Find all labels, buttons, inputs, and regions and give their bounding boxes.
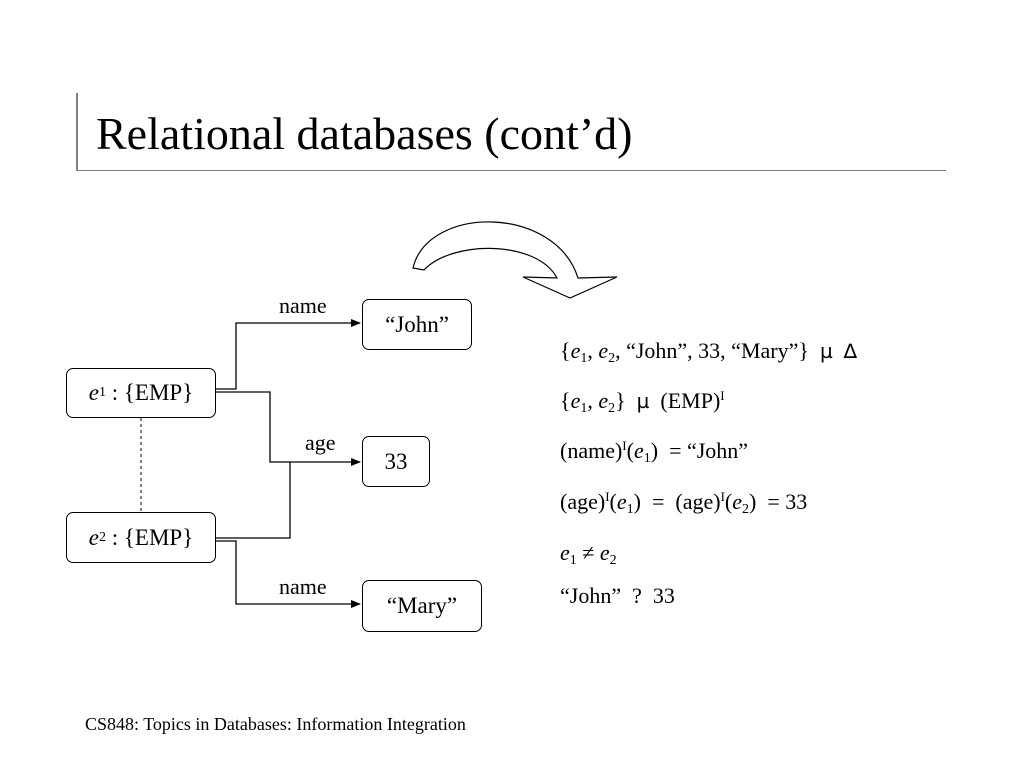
title-horizontal-rule [76, 170, 946, 171]
subset-symbol: µ [636, 389, 650, 413]
sub-1: 1 [580, 401, 588, 416]
set-rest: , “John”, 33, “Mary”} [615, 338, 809, 363]
comparison: “John” ? 33 [560, 583, 675, 608]
eq-sign: = [651, 489, 665, 514]
var-e: e [598, 338, 609, 363]
var-e: e [599, 540, 610, 565]
statement-2: {e1, e2} µ (EMP)I [560, 388, 725, 416]
edge-label-age: age [305, 430, 336, 455]
node-33: 33 [362, 436, 430, 487]
node-e1-type: : {EMP} [105, 380, 194, 405]
sub-1: 1 [643, 451, 651, 466]
curved-arrow-icon [412, 221, 618, 299]
edge-e1-name [216, 319, 361, 390]
sub-1: 1 [626, 502, 634, 517]
title-vertical-rule [76, 93, 78, 171]
statement-3: (name)I(e1) = “John” [560, 438, 749, 466]
slide-footer: CS848: Topics in Databases: Information … [85, 714, 466, 734]
sub-2: 2 [608, 401, 616, 416]
eq-value: = 33 [767, 489, 808, 514]
statement-4: (age)I(e1) = (age)I(e2) = 33 [560, 489, 808, 517]
edge-e1-age [216, 391, 361, 466]
edge-e2-age [216, 462, 291, 539]
statement-6: “John” ? 33 [560, 582, 675, 610]
var-e: e [598, 388, 609, 413]
brace-close: } [615, 388, 626, 413]
edge-label-name-top: name [279, 293, 327, 318]
statement-1: {e1, e2, “John”, 33, “Mary”} µ ∆ [560, 338, 858, 366]
brace-open: { [560, 338, 571, 363]
eq-value: = “John” [669, 438, 749, 463]
fn-age: (age) [560, 489, 606, 514]
sub-2: 2 [609, 553, 617, 568]
fn-name: (name) [560, 438, 623, 463]
node-e2-var: e [88, 524, 99, 550]
subset-symbol: µ [819, 339, 833, 363]
slide-title: Relational databases (cont’d) [96, 108, 633, 159]
var-e: e [570, 338, 581, 363]
var-e: e [560, 540, 570, 565]
node-mary: “Mary” [362, 580, 482, 632]
interp-sup: I [720, 489, 725, 504]
node-e2-type: : {EMP} [105, 524, 194, 550]
edge-e2-name [216, 540, 361, 608]
edge-label-name-bottom: name [279, 574, 327, 599]
interp-sup: I [622, 438, 627, 453]
sub-2: 2 [742, 502, 749, 517]
var-e: e [732, 489, 742, 514]
node-e1-var: e [88, 380, 99, 405]
not-equal-symbol: ≠ [582, 540, 595, 565]
node-john: “John” [362, 299, 472, 350]
var-e: e [633, 438, 644, 463]
sub-1: 1 [580, 351, 588, 366]
interp-sup: I [720, 388, 725, 403]
sub-2: 2 [608, 351, 616, 366]
brace-open: { [560, 388, 571, 413]
var-e: e [570, 388, 581, 413]
statement-5: e1 ≠ e2 [560, 539, 617, 568]
emp-class: (EMP) [660, 388, 721, 413]
var-e: e [616, 489, 627, 514]
domain-symbol: ∆ [843, 339, 858, 363]
interp-sup: I [605, 489, 610, 504]
fn-age-2: (age) [675, 489, 721, 514]
sub-1: 1 [569, 553, 577, 568]
